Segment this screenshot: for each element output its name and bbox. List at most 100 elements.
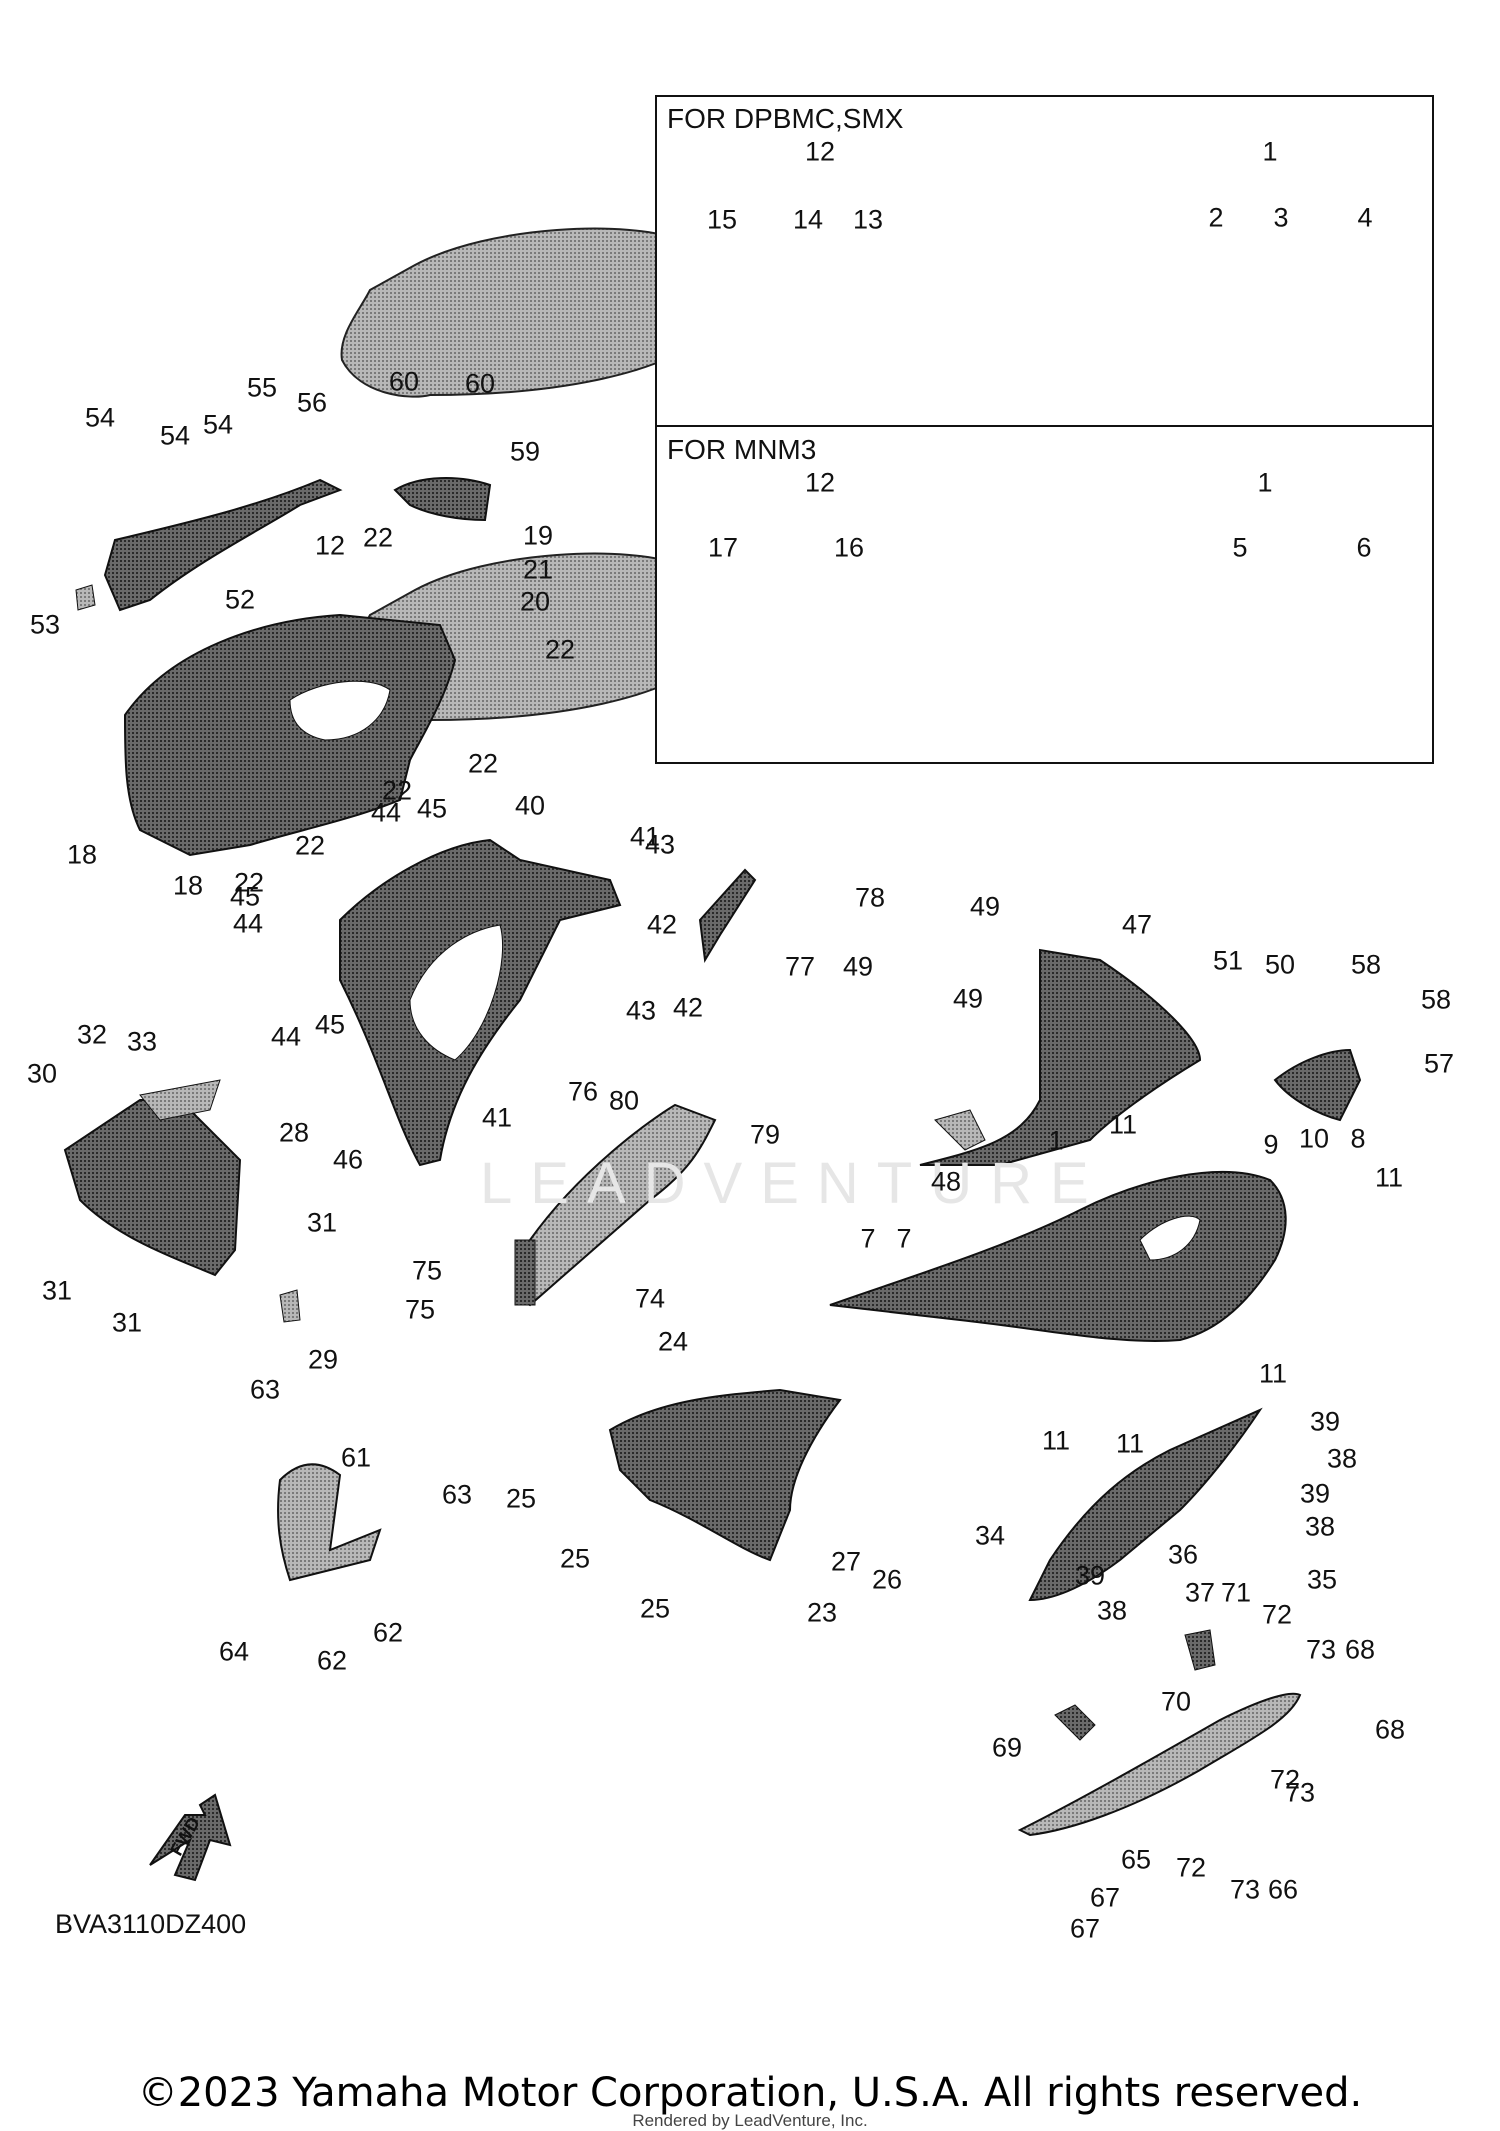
callout-45: 45 bbox=[314, 1009, 346, 1040]
part-65-lower-rail bbox=[1017, 1692, 1302, 1837]
callout-6: 6 bbox=[1356, 532, 1372, 563]
callout-20: 20 bbox=[519, 586, 551, 617]
callout-29: 29 bbox=[307, 1344, 339, 1375]
callout-31: 31 bbox=[111, 1307, 143, 1338]
callout-69: 69 bbox=[991, 1732, 1023, 1763]
callout-19: 19 bbox=[522, 520, 554, 551]
callout-44: 44 bbox=[370, 797, 402, 828]
diagram-code: BVA3110DZ400 bbox=[55, 1909, 247, 1939]
part-57-cover bbox=[1273, 1048, 1362, 1122]
callout-13: 13 bbox=[852, 204, 884, 235]
callout-76: 76 bbox=[567, 1076, 599, 1107]
callout-28: 28 bbox=[278, 1117, 310, 1148]
callout-58: 58 bbox=[1350, 949, 1382, 980]
callout-39: 39 bbox=[1309, 1406, 1341, 1437]
part-69-bracket bbox=[1054, 1704, 1096, 1741]
callout-1: 1 bbox=[1257, 467, 1273, 498]
callout-34: 34 bbox=[974, 1520, 1006, 1551]
callout-21: 21 bbox=[522, 554, 554, 585]
callout-66: 66 bbox=[1267, 1874, 1299, 1905]
callout-11: 11 bbox=[1108, 1109, 1138, 1140]
callout-49: 49 bbox=[969, 891, 1001, 922]
part-61-lower-cover bbox=[277, 1463, 382, 1582]
callout-74: 74 bbox=[634, 1283, 666, 1314]
callout-32: 32 bbox=[76, 1019, 108, 1050]
callout-25: 25 bbox=[559, 1543, 591, 1574]
callout-73: 73 bbox=[1284, 1777, 1316, 1808]
callout-71: 71 bbox=[1220, 1577, 1252, 1608]
callout-1: 1 bbox=[1048, 1125, 1064, 1156]
part-77-stay bbox=[698, 868, 757, 963]
callout-5: 5 bbox=[1232, 532, 1248, 563]
part-52-panel bbox=[103, 478, 343, 612]
callout-4: 4 bbox=[1357, 202, 1373, 233]
callout-16: 16 bbox=[833, 532, 865, 563]
callout-33: 33 bbox=[126, 1026, 158, 1057]
callout-49: 49 bbox=[842, 951, 874, 982]
callout-68: 68 bbox=[1374, 1714, 1406, 1745]
callout-22: 22 bbox=[294, 830, 326, 861]
callout-56: 56 bbox=[296, 387, 328, 418]
callout-26: 26 bbox=[871, 1564, 903, 1595]
callout-65: 65 bbox=[1120, 1844, 1152, 1875]
part-48-clip bbox=[934, 1109, 986, 1151]
callout-67: 67 bbox=[1069, 1913, 1101, 1944]
callout-48: 48 bbox=[930, 1166, 962, 1197]
callout-7: 7 bbox=[860, 1223, 876, 1254]
callout-12: 12 bbox=[314, 530, 346, 561]
inset-title-dpbmc-smx: FOR DPBMC,SMX bbox=[667, 103, 904, 134]
callout-47: 47 bbox=[1121, 909, 1153, 940]
part-28-duct bbox=[63, 1099, 242, 1277]
callout-51: 51 bbox=[1212, 945, 1244, 976]
callout-37: 37 bbox=[1184, 1577, 1216, 1608]
callout-11: 11 bbox=[1374, 1162, 1404, 1193]
callout-38: 38 bbox=[1304, 1511, 1336, 1542]
callout-12: 12 bbox=[804, 467, 836, 498]
part-1-side-cowl bbox=[829, 1170, 1287, 1342]
callout-53: 53 bbox=[29, 609, 61, 640]
callout-41: 41 bbox=[629, 821, 661, 852]
callout-57: 57 bbox=[1423, 1048, 1455, 1079]
watermark: LEADVENTURE bbox=[480, 1151, 1107, 1216]
callout-54: 54 bbox=[202, 409, 234, 440]
callout-23: 23 bbox=[806, 1597, 838, 1628]
callout-22: 22 bbox=[381, 775, 413, 806]
callout-38: 38 bbox=[1096, 1595, 1128, 1626]
callout-60: 60 bbox=[388, 366, 420, 397]
callout-11: 11 bbox=[1258, 1358, 1288, 1389]
callout-31: 31 bbox=[41, 1275, 73, 1306]
callout-17: 17 bbox=[707, 532, 739, 563]
callout-25: 25 bbox=[505, 1483, 537, 1514]
callout-75: 75 bbox=[404, 1294, 436, 1325]
callout-59: 59 bbox=[509, 436, 541, 467]
part-29-clip bbox=[279, 1289, 301, 1323]
callout-31: 31 bbox=[306, 1207, 338, 1238]
callout-43: 43 bbox=[644, 829, 676, 860]
part-34-lower-side bbox=[1028, 1407, 1263, 1602]
callout-61: 61 bbox=[340, 1442, 372, 1473]
part-53-clip bbox=[75, 584, 96, 611]
callout-72: 72 bbox=[1175, 1852, 1207, 1883]
callout-15: 15 bbox=[706, 204, 738, 235]
callout-3: 3 bbox=[1273, 202, 1289, 233]
callout-54: 54 bbox=[159, 420, 191, 451]
callout-45: 45 bbox=[229, 881, 261, 912]
callout-55: 55 bbox=[246, 372, 278, 403]
callout-14: 14 bbox=[792, 204, 824, 235]
callout-11: 11 bbox=[1041, 1425, 1071, 1456]
callout-36: 36 bbox=[1167, 1539, 1199, 1570]
callout-18: 18 bbox=[66, 839, 98, 870]
inset-title-mnm3: FOR MNM3 bbox=[667, 434, 817, 465]
callout-58: 58 bbox=[1420, 984, 1452, 1015]
callout-25: 25 bbox=[639, 1593, 671, 1624]
part-74-side-panel bbox=[518, 1103, 717, 1307]
callout-7: 7 bbox=[896, 1223, 912, 1254]
callout-22: 22 bbox=[544, 634, 576, 665]
callout-22: 22 bbox=[233, 867, 265, 898]
callout-68: 68 bbox=[1344, 1634, 1376, 1665]
callout-46: 46 bbox=[332, 1144, 364, 1175]
callout-44: 44 bbox=[270, 1021, 302, 1052]
callout-24: 24 bbox=[657, 1326, 689, 1357]
part-47-lower-panel bbox=[919, 948, 1202, 1166]
